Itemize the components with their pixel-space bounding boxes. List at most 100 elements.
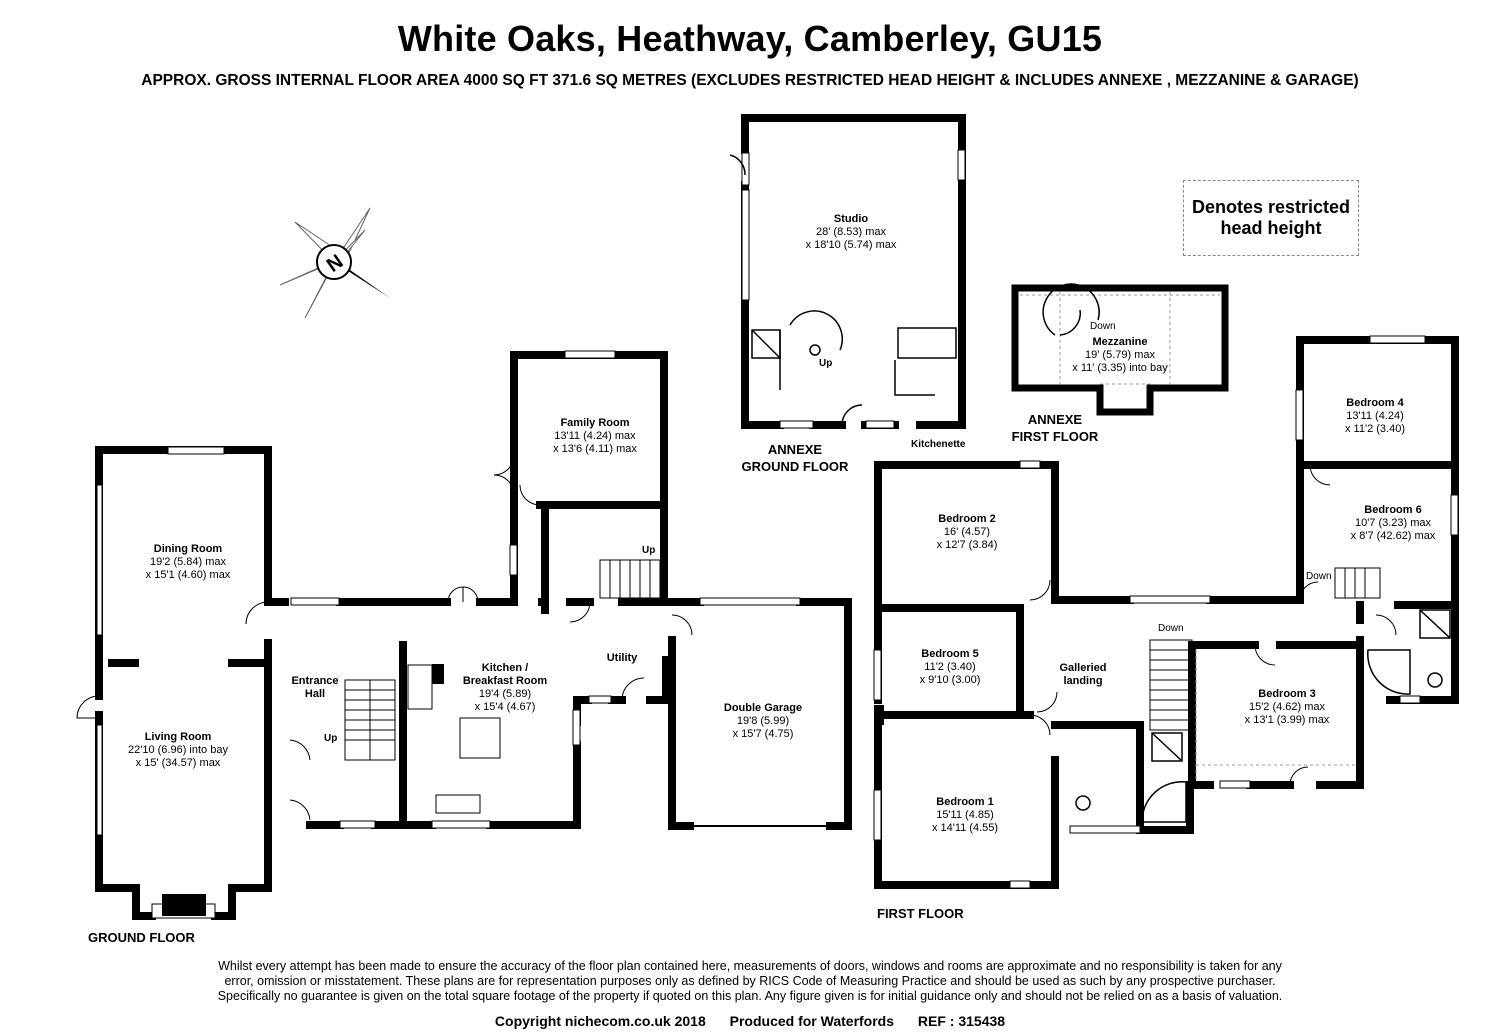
family-room-dim-1: 13'11 (4.24) max [554,430,636,442]
bedroom-5-dim-2: x 9'10 (3.00) [919,674,981,686]
annexe-ground-2: GROUND FLOOR [741,459,849,474]
mezzanine-restricted-area [1020,292,1220,385]
room-label-studio: Studio 28' (8.53) max x 18'10 (5.74) max [795,213,907,252]
bedroom-4-name: Bedroom 4 [1346,397,1404,409]
footer: Copyright nichecom.co.uk 2018 Produced f… [0,1013,1500,1029]
entrance-hall-name-1: Entrance [291,675,339,687]
first-door-swings [1029,464,1397,786]
room-label-bedroom-6: Bedroom 6 10'7 (3.23) max x 8'7 (42.62) … [1343,504,1443,543]
bedroom-6-dim-2: x 8'7 (42.62) max [1350,530,1436,542]
kitchen-dim-1: 19'4 (5.89) [478,688,532,700]
footer-copyright: Copyright nichecom.co.uk 2018 [494,1013,706,1029]
mezzanine-walls [1011,284,1229,416]
bedroom-3-name: Bedroom 3 [1258,688,1316,700]
annexe-first-1: ANNEXE [1027,412,1083,427]
ground-floor-windows [96,350,801,919]
annexe-first-2: FIRST FLOOR [1011,429,1099,444]
mezzanine-dim-1: 19' (5.79) max [1085,349,1155,361]
living-room-name: Living Room [144,731,212,743]
bedroom-6-stairs-down: Down [1306,571,1332,582]
utility-name: Utility [606,652,638,664]
studio-stairs-up: Up [819,358,833,369]
landing-name-2: landing [1063,675,1103,687]
first-floor-label: FIRST FLOOR [877,906,964,921]
sink-icon [435,794,481,814]
kitchen-name-1: Kitchen / [481,662,529,674]
ground-floor-walls [95,351,852,920]
garage-dim-1: 19'8 (5.99) [736,715,790,727]
annexe-ground-fittings [729,154,957,426]
ground-floor-label: GROUND FLOOR [88,930,195,945]
kitchen-dim-2: x 15'4 (4.67) [474,701,536,713]
disclaimer-line-2: error, omission or misstatement. These p… [224,974,1276,988]
bedroom-6-name: Bedroom 6 [1364,504,1422,516]
hall-staircase [344,679,396,761]
room-label-bedroom-5: Bedroom 5 11'2 (3.40) x 9'10 (3.00) [900,648,1000,687]
plan-title: White Oaks, Heathway, Camberley, GU15 [397,18,1103,59]
dining-room-dim-1: 19'2 (5.84) max [149,556,227,568]
floor-area-subtitle: APPROX. GROSS INTERNAL FLOOR AREA 4000 S… [141,72,1359,89]
bedroom-3-dim-1: 15'2 (4.62) max [1248,701,1326,713]
kitchenette-label: Kitchenette [911,439,966,450]
bedroom-5-dim-1: 11'2 (3.40) [924,661,976,673]
room-label-mezzanine: Mezzanine 19' (5.79) max x 11' (3.35) in… [1060,336,1180,375]
room-label-dining: Dining Room 19'2 (5.84) max x 15'1 (4.60… [128,543,248,582]
annexe-ground-1: ANNEXE [767,442,823,457]
room-label-bedroom-2: Bedroom 2 16' (4.57) x 12'7 (3.84) [912,513,1022,552]
bedroom3-restricted-area [1195,650,1356,780]
dining-room-name: Dining Room [153,543,223,555]
bedroom-6-dim-1: 10'7 (3.23) max [1354,517,1432,529]
room-label-entrance-hall: Entrance Hall [285,675,345,701]
landing-name-1: Galleried [1059,662,1107,674]
bedroom-1-dim-2: x 14'11 (4.55) [931,822,999,834]
mezzanine-spiral-stair [1042,283,1100,336]
annexe-ground-windows [741,149,966,429]
kitchen-name-2: Breakfast Room [462,675,548,687]
mezzanine-dim-2: x 11' (3.35) into bay [1072,362,1168,374]
room-label-utility: Utility [600,652,644,665]
entrance-hall-name-2: Hall [304,688,326,700]
room-label-bedroom-4: Bedroom 4 13'11 (4.24) x 11'2 (3.40) [1325,397,1425,436]
studio-dim-2: x 18'10 (5.74) max [805,239,897,251]
studio-name: Studio [833,213,869,225]
room-label-bedroom-3: Bedroom 3 15'2 (4.62) max x 13'1 (3.99) … [1232,688,1342,727]
mezzanine-name: Mezzanine [1092,336,1148,348]
bedroom-5-name: Bedroom 5 [921,648,979,660]
annexe-ground-walls [741,114,966,429]
fireplace [162,894,206,916]
restricted-height-legend: Denotes restricted head height [1183,180,1359,256]
bedroom-1-name: Bedroom 1 [936,796,994,808]
disclaimer: Whilst every attempt has been made to en… [160,959,1340,1004]
disclaimer-line-1: Whilst every attempt has been made to en… [218,959,1282,973]
chimney-first [874,705,884,725]
hall-stairs-up: Up [324,733,338,744]
legend-line-1: Denotes restricted [1191,197,1351,217]
room-label-family: Family Room 13'11 (4.24) max x 13'6 (4.1… [540,417,650,456]
bedroom-1-dim-1: 15'11 (4.85) [936,809,994,821]
bed6-staircase [1334,567,1381,599]
room-label-landing: Galleried landing [1048,662,1118,688]
footer-produced: Produced for Waterfords [729,1013,895,1029]
family-room-dim-2: x 13'6 (4.11) max [553,443,637,455]
living-room-dim-2: x 15' (34.57) max [135,757,221,769]
disclaimer-line-3: Specifically no guarantee is given on th… [217,989,1283,1003]
dining-room-dim-2: x 15'1 (4.60) max [145,569,231,581]
hob-icon [407,664,433,710]
garage-dim-2: x 15'7 (4.75) [732,728,794,740]
garage-name: Double Garage [723,702,803,714]
landing-staircase [1149,639,1193,731]
kitchen-island [459,717,501,759]
family-room-name: Family Room [560,417,630,429]
bedroom-2-name: Bedroom 2 [938,513,996,525]
ground-door-swings [76,454,693,821]
annexe-ground-floor-label: ANNEXE GROUND FLOOR [735,441,855,475]
first-floor-bathroom-fittings [1075,609,1451,823]
room-label-kitchen: Kitchen / Breakfast Room 19'4 (5.89) x 1… [450,662,560,714]
bedroom-4-dim-2: x 11'2 (3.40) [1345,423,1405,435]
chimney-breast [432,664,444,684]
bedroom-3-dim-2: x 13'1 (3.99) max [1244,714,1330,726]
landing-stairs-down: Down [1158,623,1184,634]
bedroom-2-dim-1: 16' (4.57) [943,526,991,538]
family-stairs-up: Up [642,545,656,556]
